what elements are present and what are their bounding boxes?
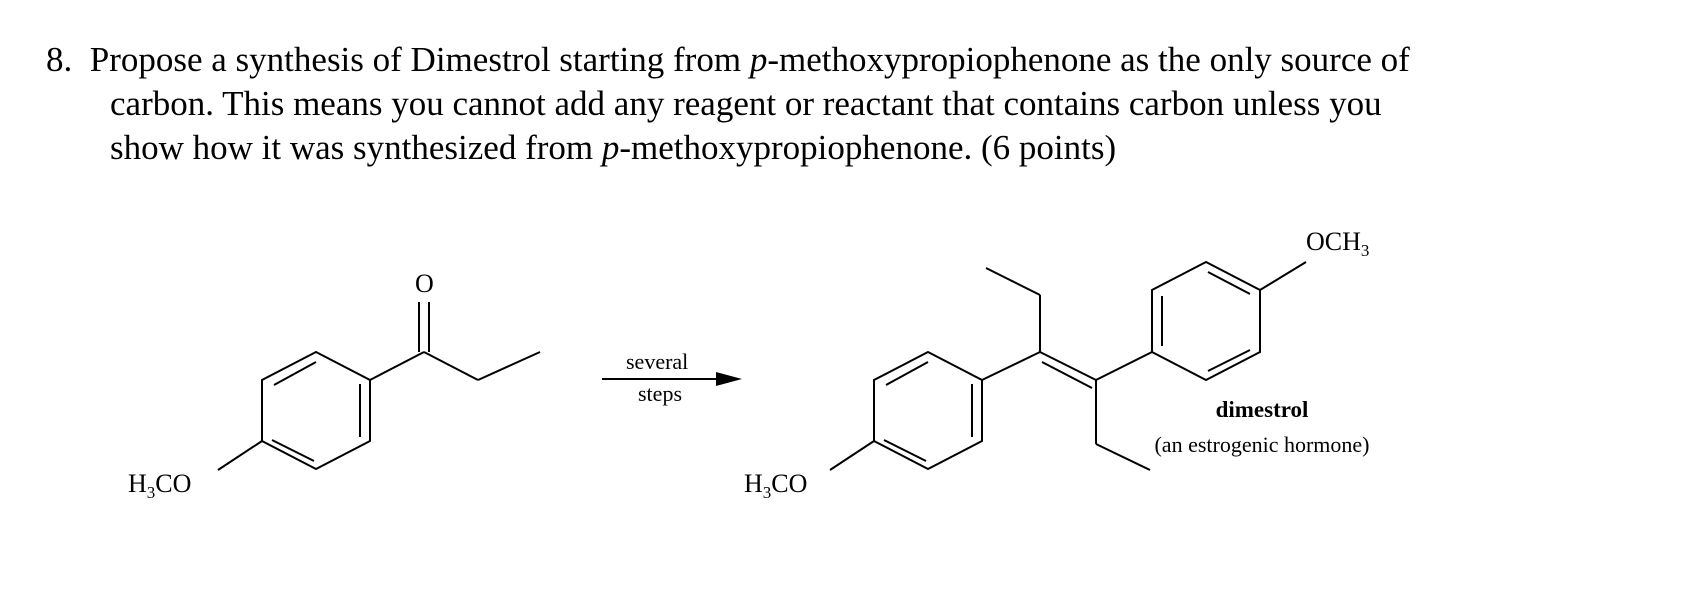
question-line-1-prefix: Propose a synthesis of Dimestrol startin… (89, 40, 750, 79)
start-ring-double-bond-1 (273, 361, 317, 386)
question-line-3-prefix: show how it was synthesized from (110, 128, 602, 167)
question-text: 8. Propose a synthesis of Dimestrol star… (46, 38, 1686, 170)
question-line-3-suffix: -methoxypropiophenone. (6 points) (619, 128, 1117, 167)
product-methoxy-sub: 3 (763, 483, 772, 502)
start-aryl-carbonyl-bond (369, 351, 425, 381)
question-line-1-suffix: -methoxypropiophenone as the only source… (767, 40, 1410, 79)
italic-p-2: p (601, 128, 620, 167)
product-aryl-alkene-bond (981, 351, 1041, 381)
start-oxygen-label: O (415, 269, 434, 298)
start-benzene-ring (261, 350, 371, 471)
product-name: dimestrol (1216, 397, 1309, 422)
start-methoxy-bond (217, 440, 263, 471)
start-methoxy-label: H3CO (128, 469, 191, 502)
product-alkene-aryl-bond (1095, 351, 1153, 381)
product-och3-label: OCH3 (1306, 227, 1369, 260)
italic-p: p (749, 40, 768, 79)
product-right-double-3 (1207, 349, 1251, 372)
start-ring-double-bond-3 (271, 439, 315, 462)
product-methoxy-label: H3CO (744, 469, 807, 502)
product-lower-ethyl-2 (1095, 443, 1151, 471)
product-right-ring (1151, 260, 1261, 382)
product-note: (an estrogenic hormone) (1154, 432, 1369, 457)
start-methoxy-co: CO (155, 469, 191, 498)
start-methoxy-sub: 3 (147, 483, 156, 502)
arrow-label-steps: steps (638, 381, 682, 406)
start-ethyl-bond-2 (477, 351, 541, 381)
question-line-1: 8. Propose a synthesis of Dimestrol star… (46, 38, 1686, 82)
question-line-2: carbon. This means you cannot add any re… (110, 84, 1382, 123)
question-number: 8. (46, 40, 73, 79)
product-right-double-2 (1207, 271, 1251, 295)
starting-material-structure (217, 302, 541, 471)
start-methoxy-h: H (128, 469, 147, 498)
product-alkene-bond-1 (1039, 351, 1097, 381)
question-line-3: show how it was synthesized from p-metho… (46, 126, 1686, 170)
reaction-arrow (602, 372, 742, 386)
product-och-sub: 3 (1361, 241, 1370, 260)
product-left-ring (873, 350, 983, 471)
product-methoxy-bond (829, 440, 875, 471)
reaction-arrow-head (716, 372, 742, 386)
product-methoxy-h: H (744, 469, 763, 498)
product-structure (829, 260, 1307, 471)
start-ethyl-bond-1 (423, 351, 479, 381)
product-och: OCH (1306, 227, 1361, 256)
product-alkene-bond-2 (1041, 361, 1093, 389)
arrow-label-several: several (626, 349, 688, 374)
product-upper-ethyl-2 (985, 267, 1041, 296)
product-left-double-3 (883, 439, 927, 462)
product-och3-bond (1259, 261, 1307, 291)
product-methoxy-co: CO (771, 469, 807, 498)
product-left-double-1 (885, 361, 929, 386)
